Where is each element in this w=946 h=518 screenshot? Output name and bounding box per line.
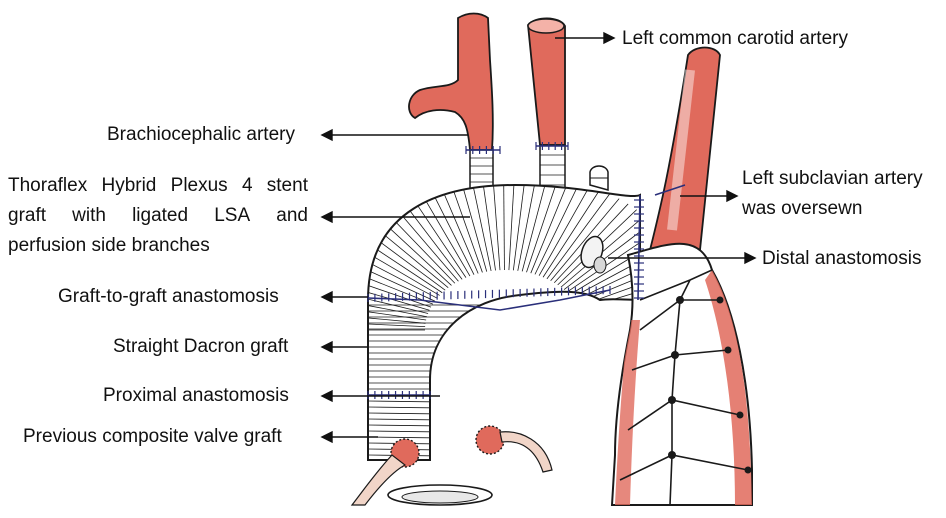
label-thoraflex: Thoraflex Hybrid Plexus 4 stent graft wi… bbox=[8, 175, 308, 257]
brachiocephalic-vessel bbox=[409, 14, 493, 191]
descending-aorta bbox=[612, 244, 752, 505]
perfusion-side-branch bbox=[590, 166, 608, 190]
left-subclavian-vessel bbox=[650, 48, 720, 251]
word: Thoraflex bbox=[8, 175, 87, 197]
thoraflex-line-3: perfusion side branches bbox=[8, 235, 308, 257]
word: Hybrid bbox=[101, 175, 156, 197]
left-subclavian-line-2: was oversewn bbox=[742, 198, 923, 220]
label-brachiocephalic: Brachiocephalic artery bbox=[107, 124, 295, 146]
label-previous-valve-graft: Previous composite valve graft bbox=[23, 426, 282, 448]
label-left-carotid: Left common carotid artery bbox=[622, 28, 848, 50]
left-subclavian-line-1: Left subclavian artery bbox=[742, 168, 923, 190]
thoraflex-line-2: graft with ligated LSA and bbox=[8, 205, 308, 227]
word: stent bbox=[267, 175, 308, 197]
word: and bbox=[276, 205, 308, 227]
thoraflex-line-1: Thoraflex Hybrid Plexus 4 stent bbox=[8, 175, 308, 197]
label-proximal-anastomosis: Proximal anastomosis bbox=[103, 385, 289, 407]
label-distal-anastomosis: Distal anastomosis bbox=[762, 248, 921, 270]
word: LSA bbox=[214, 205, 250, 227]
word: 4 bbox=[242, 175, 253, 197]
word: graft bbox=[8, 205, 46, 227]
label-left-subclavian: Left subclavian artery was oversewn bbox=[742, 168, 923, 220]
label-graft-to-graft: Graft-to-graft anastomosis bbox=[58, 286, 279, 308]
left-carotid-vessel bbox=[528, 18, 565, 192]
label-straight-dacron: Straight Dacron graft bbox=[113, 336, 288, 358]
word: ligated bbox=[132, 205, 188, 227]
word: Plexus bbox=[171, 175, 228, 197]
word: with bbox=[72, 205, 106, 227]
